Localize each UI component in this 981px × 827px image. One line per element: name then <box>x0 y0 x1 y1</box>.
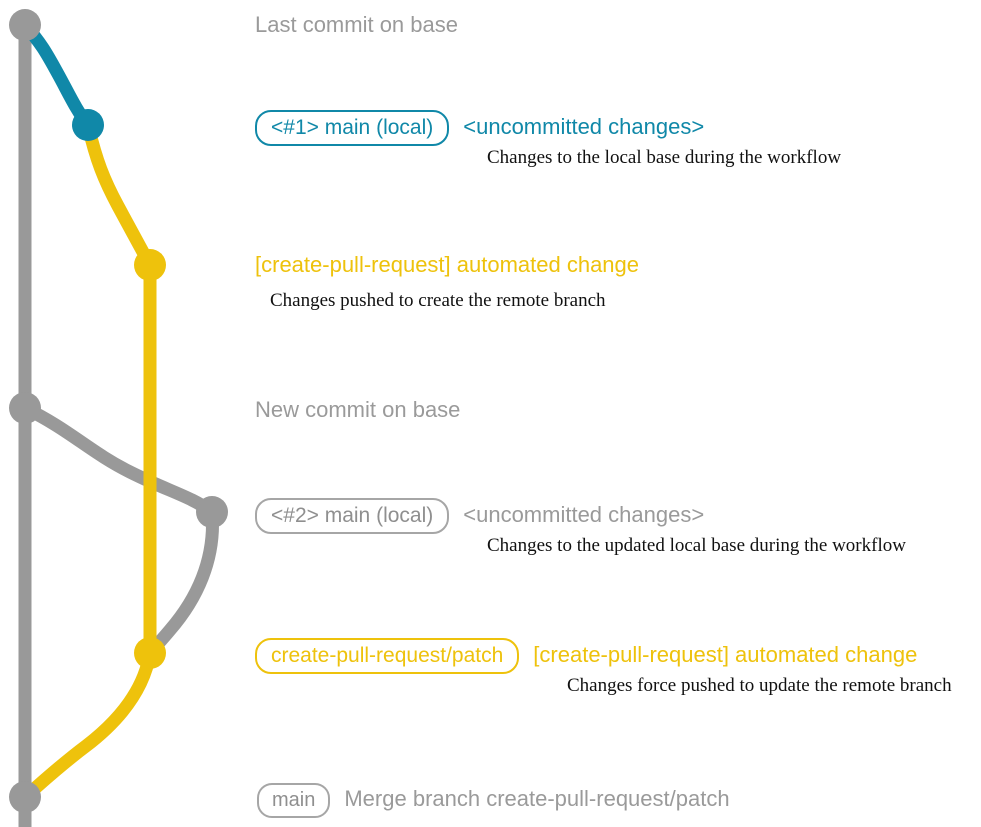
commit-description-automated-change-1: Changes pushed to create the remote bran… <box>270 290 606 311</box>
headline-automated-change-1: [create-pull-request] automated change <box>255 252 640 277</box>
commit-node-base-head <box>9 9 41 41</box>
commit-node-merge-commit <box>9 781 41 813</box>
entry-local-main-1: <#1> main (local) <uncommitted changes> <box>255 110 704 146</box>
base-to-local2-line <box>18 401 219 519</box>
ref-pill-create-pull-request-patch[interactable]: create-pull-request/patch <box>255 638 520 674</box>
headline-new-commit-on-base: New commit on base <box>255 397 461 422</box>
local1-to-patch1-line <box>81 118 157 272</box>
commit-node-patch-commit-1 <box>134 249 166 281</box>
commit-node-local-commit-2 <box>196 496 228 528</box>
ref-pill-local-main-1[interactable]: <#1> main (local) <box>255 110 450 146</box>
base-to-local1-line <box>18 18 95 132</box>
commit-description-local-main-1: Changes to the local base during the wor… <box>487 147 842 168</box>
local2-to-patch2-line <box>143 505 220 660</box>
headline-last-commit-on-base: Last commit on base <box>255 12 458 37</box>
commit-node-base-new <box>9 392 41 424</box>
commit-description-automated-change-2: Changes force pushed to update the remot… <box>567 675 952 696</box>
ref-pill-local-main-2[interactable]: <#2> main (local) <box>255 498 450 534</box>
ref-pill-main[interactable]: main <box>257 783 331 818</box>
commit-subject-local-main-2: <uncommitted changes> <box>463 502 705 527</box>
commit-description-local-main-2: Changes to the updated local base during… <box>487 535 906 556</box>
patch2-to-merge-line <box>18 646 157 804</box>
commit-node-local-commit-1 <box>72 109 104 141</box>
entry-local-main-2: <#2> main (local) <uncommitted changes> <box>255 498 704 534</box>
entry-merge-commit: main Merge branch create-pull-request/pa… <box>257 783 730 818</box>
commit-subject-merge-commit: Merge branch create-pull-request/patch <box>344 786 730 811</box>
commit-subject-automated-change-2: [create-pull-request] automated change <box>533 642 918 667</box>
entry-automated-change-2: create-pull-request/patch [create-pull-r… <box>255 638 917 674</box>
commit-node-patch-commit-2 <box>134 637 166 669</box>
commit-subject-local-main-1: <uncommitted changes> <box>463 114 705 139</box>
